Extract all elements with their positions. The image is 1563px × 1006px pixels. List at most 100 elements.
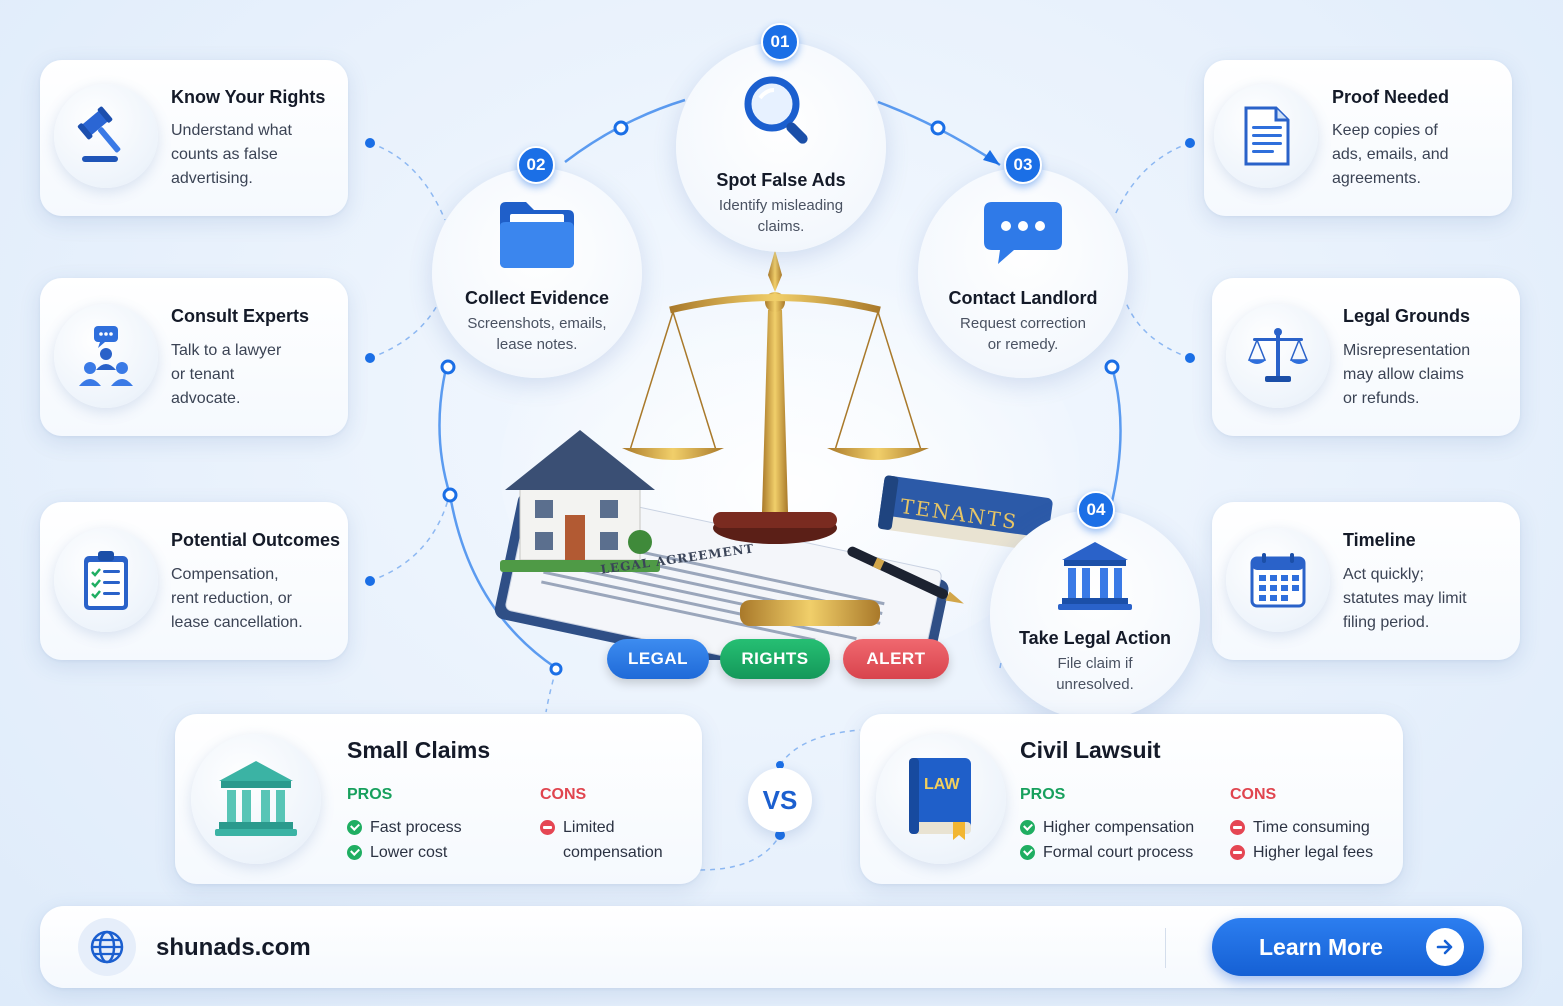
step-title: Spot False Ads [716, 170, 846, 190]
learn-more-button[interactable]: Learn More [1212, 918, 1484, 976]
cons-item: Limited [540, 818, 615, 838]
card-consult-experts: Consult Experts Talk to a lawyer or tena… [40, 278, 348, 436]
card-line: agreements. [1332, 170, 1421, 187]
house-icon [500, 430, 660, 572]
minus-icon [540, 820, 555, 835]
card-line: filing period. [1343, 614, 1430, 631]
document-icon [1214, 84, 1318, 188]
card-title: Know Your Rights [171, 87, 326, 107]
card-title: Potential Outcomes [171, 530, 341, 550]
card-line: ads, emails, and [1332, 146, 1449, 163]
pros-item: Fast process [347, 818, 462, 838]
folder-icon [496, 196, 578, 277]
minus-icon [1230, 820, 1245, 835]
step-line: Identify misleading [718, 197, 844, 214]
card-timeline: Timeline Act quickly; statutes may limit… [1212, 502, 1520, 660]
law-book-label: LAW [924, 776, 960, 793]
tag-legal: LEGAL [607, 639, 709, 679]
step-title: Collect Evidence [464, 288, 610, 308]
check-icon [1020, 820, 1035, 835]
step-spot-false-ads: Spot False Ads Identify misleading claim… [676, 42, 886, 252]
compare-title: Small Claims [347, 737, 491, 763]
card-title: Proof Needed [1332, 87, 1450, 107]
footer-divider [1165, 928, 1166, 968]
check-icon [347, 845, 362, 860]
learn-more-label: Learn More [1259, 934, 1383, 960]
card-line: advertising. [171, 170, 253, 187]
check-icon [347, 820, 362, 835]
tenants-book [878, 475, 1053, 552]
step-badge: 01 [761, 23, 799, 61]
card-line: counts as false [171, 146, 278, 163]
card-potential-outcomes: Potential Outcomes Compensation, rent re… [40, 502, 348, 660]
globe-icon [78, 918, 136, 976]
step-line: File claim if [1057, 655, 1133, 672]
step-title: Take Legal Action [1018, 628, 1172, 648]
cons-label: CONS [1230, 786, 1277, 803]
compare-small-claims: Small Claims PROS CONS Fast process Lowe… [175, 714, 702, 884]
card-line: rent reduction, or [171, 590, 292, 607]
tag-rights: RIGHTS [720, 639, 830, 679]
card-line: Misrepresentation [1343, 342, 1471, 359]
step-line: Screenshots, emails, [467, 315, 607, 332]
pros-item: Formal court process [1020, 843, 1193, 863]
card-line: Talk to a lawyer [171, 342, 282, 359]
card-line: Keep copies of [1332, 122, 1438, 139]
card-line: or refunds. [1343, 390, 1420, 407]
justice-scale-icon [622, 250, 929, 544]
card-line: or tenant [171, 366, 235, 383]
step-line: claims. [757, 218, 805, 235]
vs-badge: VS [748, 768, 812, 832]
clipboard-checklist-icon [54, 528, 158, 632]
card-proof-needed: Proof Needed Keep copies of ads, emails,… [1204, 60, 1512, 216]
step-badge: 02 [517, 146, 555, 184]
law-book-icon: LAW [876, 734, 1006, 864]
check-icon [1020, 845, 1035, 860]
card-line: Understand what [171, 122, 292, 139]
scales-icon [1226, 304, 1330, 408]
arrow-right-icon [1426, 928, 1464, 966]
card-title: Timeline [1343, 530, 1416, 550]
card-line: lease cancellation. [171, 614, 303, 631]
pros-item: Lower cost [347, 843, 447, 863]
step-line: lease notes. [496, 336, 578, 353]
calendar-icon [1226, 528, 1330, 632]
tag-alert: ALERT [843, 639, 949, 679]
step-contact-landlord: Contact Landlord Request correction or r… [918, 168, 1128, 378]
gavel-icon [54, 84, 158, 188]
card-know-your-rights: Know Your Rights Understand what counts … [40, 60, 348, 216]
step-take-legal-action: Take Legal Action File claim if unresolv… [990, 510, 1200, 720]
step-collect-evidence: Collect Evidence Screenshots, emails, le… [432, 168, 642, 378]
site-link[interactable]: shunads.com [156, 934, 311, 961]
cons-item: Time consuming [1230, 818, 1370, 838]
step-line: or remedy. [987, 336, 1059, 353]
step-title: Contact Landlord [948, 288, 1098, 308]
courthouse-icon [191, 734, 321, 864]
card-title: Consult Experts [171, 306, 310, 326]
pros-label: PROS [1020, 786, 1066, 803]
cons-item: Higher legal fees [1230, 843, 1373, 863]
courthouse-icon [1058, 540, 1132, 617]
step-badge: 03 [1004, 146, 1042, 184]
step-line: Request correction [960, 315, 1086, 332]
card-legal-grounds: Legal Grounds Misrepresentation may allo… [1212, 278, 1520, 436]
chat-bubble-icon [982, 198, 1064, 275]
pros-item: Higher compensation [1020, 818, 1194, 838]
card-line: Act quickly; [1343, 566, 1424, 583]
minus-icon [1230, 845, 1245, 860]
pros-label: PROS [347, 786, 393, 803]
center-illustration: TENANTS LEGAL AGREEMENT [490, 240, 1090, 707]
magnifier-icon [740, 72, 820, 157]
cons-item-cont: compensation [563, 844, 663, 861]
step-badge: 04 [1077, 491, 1115, 529]
card-line: advocate. [171, 390, 241, 407]
cons-label: CONS [540, 786, 587, 803]
compare-civil-lawsuit: LAW Civil Lawsuit PROS CONS Higher compe… [860, 714, 1403, 884]
card-title: Legal Grounds [1343, 306, 1471, 326]
card-line: may allow claims [1343, 366, 1464, 383]
step-line: unresolved. [1056, 676, 1134, 693]
footer-bar: shunads.com Learn More [40, 906, 1522, 988]
card-line: Compensation, [171, 566, 279, 583]
card-line: statutes may limit [1343, 590, 1467, 607]
